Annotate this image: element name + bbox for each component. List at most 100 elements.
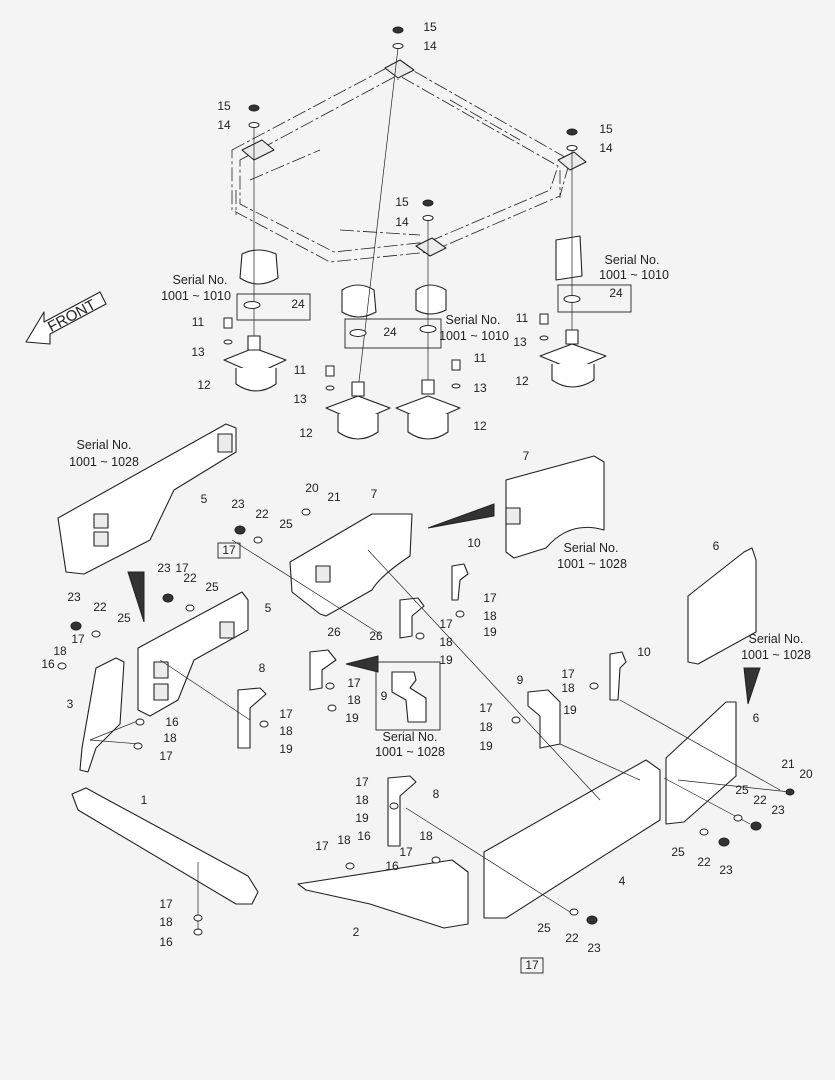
callout-c19f: 19	[483, 625, 497, 639]
callout-c18l: 18	[159, 915, 173, 929]
callout-c18d: 18	[347, 693, 361, 707]
callout-c6b: 6	[753, 711, 760, 725]
callout-c12c: 12	[473, 419, 487, 433]
engine-mount-d	[539, 329, 607, 388]
callout-c20b: 20	[799, 767, 813, 781]
serial-range-b: 1001 ~ 1010	[439, 329, 509, 343]
serial-label-c: Serial No.	[605, 253, 660, 267]
callout-c23b: 23	[157, 561, 171, 575]
callout-c23d: 23	[771, 803, 785, 817]
callout-c5a: 5	[201, 492, 208, 506]
callout-c6a: 6	[713, 539, 720, 553]
callout-c3: 3	[67, 697, 74, 711]
callout-c12a: 12	[197, 378, 211, 392]
callout-c22d: 22	[753, 793, 767, 807]
callout-c10b: 10	[637, 645, 651, 659]
panel-7-right	[505, 455, 605, 559]
callout-c10a: 10	[467, 536, 481, 550]
callout-c18f: 18	[483, 609, 497, 623]
callout-c16l: 16	[159, 935, 173, 949]
callout-c25e: 25	[671, 845, 685, 859]
callout-c22a: 22	[255, 507, 269, 521]
callout-c25b: 25	[205, 580, 219, 594]
callout-c11c: 11	[474, 351, 487, 365]
serial-range-e: 1001 ~ 1028	[557, 557, 627, 571]
callout-c18k: 18	[419, 829, 433, 843]
callout-c17box2: 17	[525, 958, 539, 972]
serial-label-b: Serial No.	[446, 313, 501, 327]
callout-c26b: 26	[369, 629, 383, 643]
callout-c25f: 25	[537, 921, 551, 935]
serial-range-d: 1001 ~ 1028	[69, 455, 139, 469]
callout-c19c: 19	[279, 742, 293, 756]
callout-c13d: 13	[513, 335, 527, 349]
callout-c24c: 24	[609, 286, 623, 300]
engine-mounts	[223, 329, 607, 440]
callout-c26a: 26	[327, 625, 341, 639]
callout-c11d: 11	[516, 311, 529, 325]
callout-c22c: 22	[93, 600, 107, 614]
callout-c14c: 14	[599, 141, 613, 155]
lower-hardware	[57, 508, 795, 936]
callout-c22f: 22	[565, 931, 579, 945]
boxed-refs	[217, 542, 544, 974]
callout-c23a: 23	[231, 497, 245, 511]
lower-leaders	[89, 539, 791, 930]
callout-c17g: 17	[561, 667, 575, 681]
callout-c18a: 18	[53, 644, 67, 658]
callout-c18b: 18	[163, 731, 177, 745]
serial-label-f: Serial No.	[749, 632, 804, 646]
callout-c13c: 13	[473, 381, 487, 395]
callout-c25a: 25	[279, 517, 293, 531]
serial-boxes-upper	[236, 284, 632, 349]
callout-c17c: 17	[279, 707, 293, 721]
callout-c17b: 17	[159, 749, 173, 763]
panel-6-upper	[687, 547, 757, 665]
bracket-10-a	[451, 563, 469, 601]
serial-labels: Serial No. 1001 ~ 1010 Serial No. 1001 ~…	[69, 253, 811, 759]
serial-label-d: Serial No.	[77, 438, 132, 452]
callout-c18g: 18	[561, 681, 575, 695]
callout-c16a: 16	[41, 657, 55, 671]
callout-c23f: 23	[587, 941, 601, 955]
callout-c18c: 18	[279, 724, 293, 738]
mount-frame	[231, 59, 587, 263]
callout-c9a: 9	[517, 673, 524, 687]
panel-6-lower	[665, 701, 737, 825]
callout-c21a: 21	[327, 490, 341, 504]
callout-c17i: 17	[355, 775, 369, 789]
callout-c11a: 11	[192, 315, 205, 329]
bracket-3	[79, 657, 125, 773]
callout-c5b: 5	[265, 601, 272, 615]
callout-c16k: 16	[385, 859, 399, 873]
callout-c14b: 14	[217, 118, 231, 132]
serial-range-c: 1001 ~ 1010	[599, 268, 669, 282]
callout-c22b: 22	[183, 571, 197, 585]
callout-c19g: 19	[563, 703, 577, 717]
front-label: FRONT	[45, 296, 99, 335]
panel-7-left	[289, 513, 413, 617]
callout-c16b: 16	[165, 715, 179, 729]
callout-c17j: 17	[315, 839, 329, 853]
serial-range-f: 1001 ~ 1028	[741, 648, 811, 662]
callout-c17box1: 17	[222, 543, 236, 557]
callout-c23e: 23	[719, 863, 733, 877]
callout-c19i: 19	[355, 811, 369, 825]
callout-c25d: 25	[735, 783, 749, 797]
panel-5-lower	[137, 591, 249, 717]
callout-c17f: 17	[483, 591, 497, 605]
callout-c15a: 15	[423, 20, 437, 34]
panel-4	[483, 759, 661, 919]
callout-c8a: 8	[259, 661, 266, 675]
top-hardware	[248, 26, 578, 221]
bracket-8-a	[237, 687, 267, 749]
panel-5-upper	[57, 423, 237, 575]
callout-c21b: 21	[781, 757, 795, 771]
callout-c15c: 15	[599, 122, 613, 136]
callout-c19e: 19	[439, 653, 453, 667]
bracket-9-box	[375, 661, 441, 731]
callout-c15d: 15	[395, 195, 409, 209]
callout-c24a: 24	[291, 297, 305, 311]
